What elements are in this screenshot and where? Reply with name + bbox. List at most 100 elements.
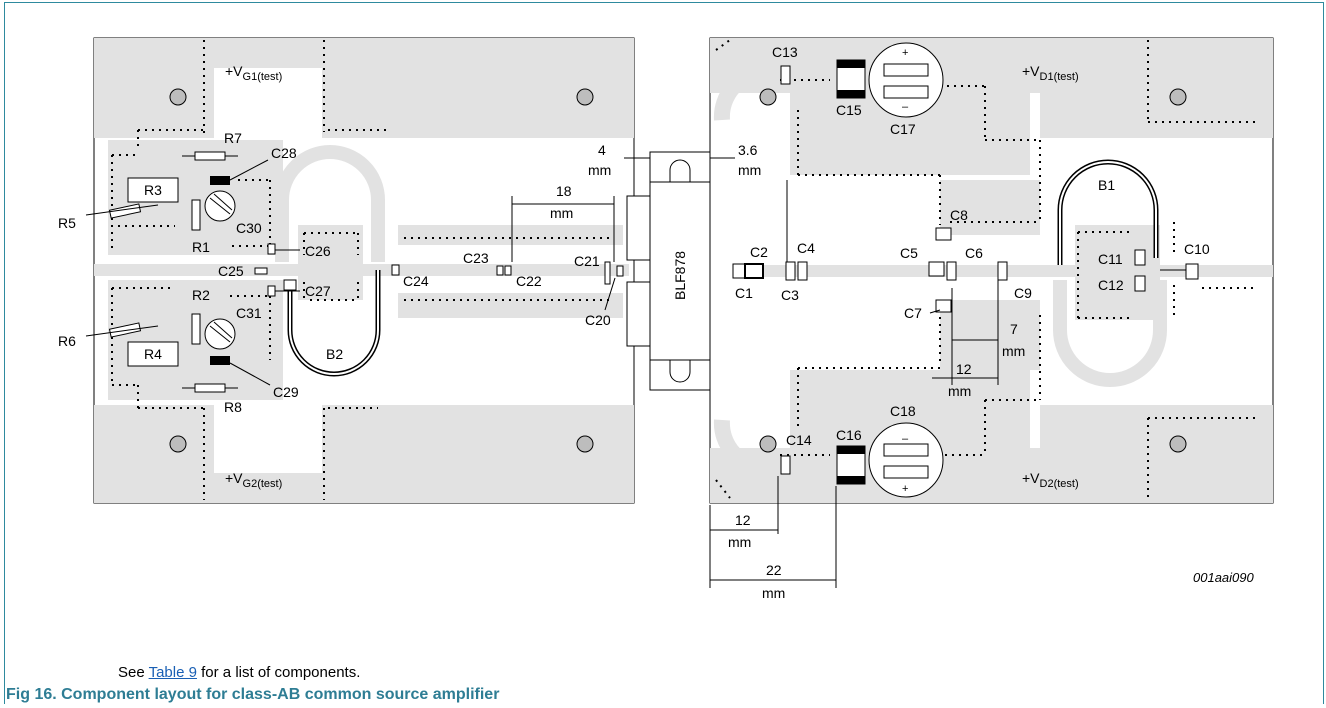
resistor-r1 [191, 199, 201, 231]
balun-b2-outline [275, 145, 385, 262]
output-board: + – – + [709, 37, 1274, 504]
label-c28: C28 [271, 145, 297, 161]
dim-12a-unit: mm [948, 383, 971, 399]
label-c8: C8 [950, 207, 968, 223]
label-r8: R8 [224, 399, 242, 415]
label-c3: C3 [781, 287, 799, 303]
label-c9: C9 [1014, 285, 1032, 301]
mounting-hole [1169, 435, 1187, 453]
vg1-copper-strip [94, 38, 634, 68]
capacitor-c13 [780, 65, 791, 85]
capacitor-c5 [928, 261, 945, 277]
capacitor-c27 [267, 285, 276, 297]
labels: +VG1(test) +VG2(test) +VD1(test) +VD2(te… [58, 44, 1254, 601]
vg1-label: +VG1(test) [225, 63, 282, 83]
mounting-hole [1169, 88, 1187, 106]
vd2-label: +VD2(test) [1022, 470, 1079, 490]
input-board [85, 37, 635, 504]
device-label: BLF878 [672, 251, 688, 300]
c16-term [837, 476, 865, 484]
label-c29: C29 [273, 384, 299, 400]
figure-note: See Table 9 for a list of components. [118, 664, 360, 681]
label-c23: C23 [463, 250, 489, 266]
capacitor-c14 [780, 455, 791, 475]
label-b2: B2 [326, 346, 343, 362]
resistor-r4 [127, 341, 179, 367]
resistor-r7 [194, 151, 226, 161]
capacitor-c22 [504, 265, 512, 276]
label-r4: R4 [144, 346, 162, 362]
capacitor-c26 [267, 243, 276, 255]
dim-7-unit: mm [1002, 343, 1025, 359]
mounting-hole [169, 435, 187, 453]
label-c10: C10 [1184, 241, 1210, 257]
capacitor-c3 [785, 261, 796, 281]
label-c22: C22 [516, 273, 542, 289]
capacitor-c21 [604, 261, 611, 285]
label-r1: R1 [192, 239, 210, 255]
capacitor-c28 [210, 176, 230, 185]
flange-slot [669, 360, 691, 383]
label-r7: R7 [224, 130, 242, 146]
dim-22-unit: mm [762, 585, 785, 601]
label-c1: C1 [735, 285, 753, 301]
pot-slot [213, 193, 233, 211]
note-suffix: for a list of components. [196, 664, 361, 681]
c17-plus: + [902, 47, 908, 59]
dim-4-value: 4 [598, 142, 606, 158]
leader [929, 309, 941, 314]
capacitor-c9 [997, 261, 1008, 281]
input-ground-bottom [398, 293, 623, 318]
vd1-label: +VD1(test) [1022, 63, 1079, 83]
label-r2: R2 [192, 287, 210, 303]
note-prefix: See [118, 664, 149, 681]
dim-7-value: 7 [1010, 321, 1018, 337]
vd2-copper-right [1040, 405, 1273, 503]
balun-b1-inner [1059, 161, 1157, 265]
c15-term [837, 90, 865, 98]
capacitor-c23 [496, 265, 504, 276]
label-c16: C16 [836, 427, 862, 443]
gate-lead-top [626, 195, 651, 261]
leader [229, 159, 269, 181]
c18-band [883, 465, 929, 479]
label-c17: C17 [890, 121, 916, 137]
vg2-label: +VG2(test) [225, 470, 282, 490]
capacitor-c6 [946, 261, 957, 281]
output-ground-area-top [940, 180, 1040, 235]
capacitor-c25 [254, 267, 268, 275]
dim-4-unit: mm [588, 162, 611, 178]
pot-slot [209, 325, 231, 343]
label-c6: C6 [965, 245, 983, 261]
label-c24: C24 [403, 273, 429, 289]
label-c26: C26 [305, 243, 331, 259]
resistor-r2 [191, 313, 201, 345]
transistor-blf878: BLF878 [626, 151, 734, 391]
label-c30: C30 [236, 220, 262, 236]
vg2-copper-strip [94, 473, 634, 503]
label-c21: C21 [574, 253, 600, 269]
pot-slot [213, 321, 233, 339]
c17-band [883, 85, 929, 99]
transistor-body [649, 151, 711, 391]
dim-12b-value: 12 [735, 512, 751, 528]
transistor-flange-top [649, 151, 711, 183]
drain-feed-arc-bottom [713, 419, 800, 477]
mounting-hole [759, 88, 777, 106]
capacitor-c7 [935, 299, 952, 313]
dim-3-6-value: 3.6 [738, 142, 758, 158]
dim-12b-unit: mm [728, 534, 751, 550]
label-c2: C2 [750, 244, 768, 260]
table-9-link[interactable]: Table 9 [148, 664, 197, 681]
label-c18: C18 [890, 403, 916, 419]
c18-plus: + [902, 483, 908, 495]
label-c7: C7 [904, 305, 922, 321]
label-c5: C5 [900, 245, 918, 261]
drain-feed-arc-top [713, 63, 800, 121]
c17-minus: – [902, 101, 909, 113]
dim-18-unit: mm [550, 205, 573, 221]
pot-slot [209, 197, 231, 215]
capacitor-c2 [744, 263, 764, 279]
figure-frame [4, 2, 1324, 704]
